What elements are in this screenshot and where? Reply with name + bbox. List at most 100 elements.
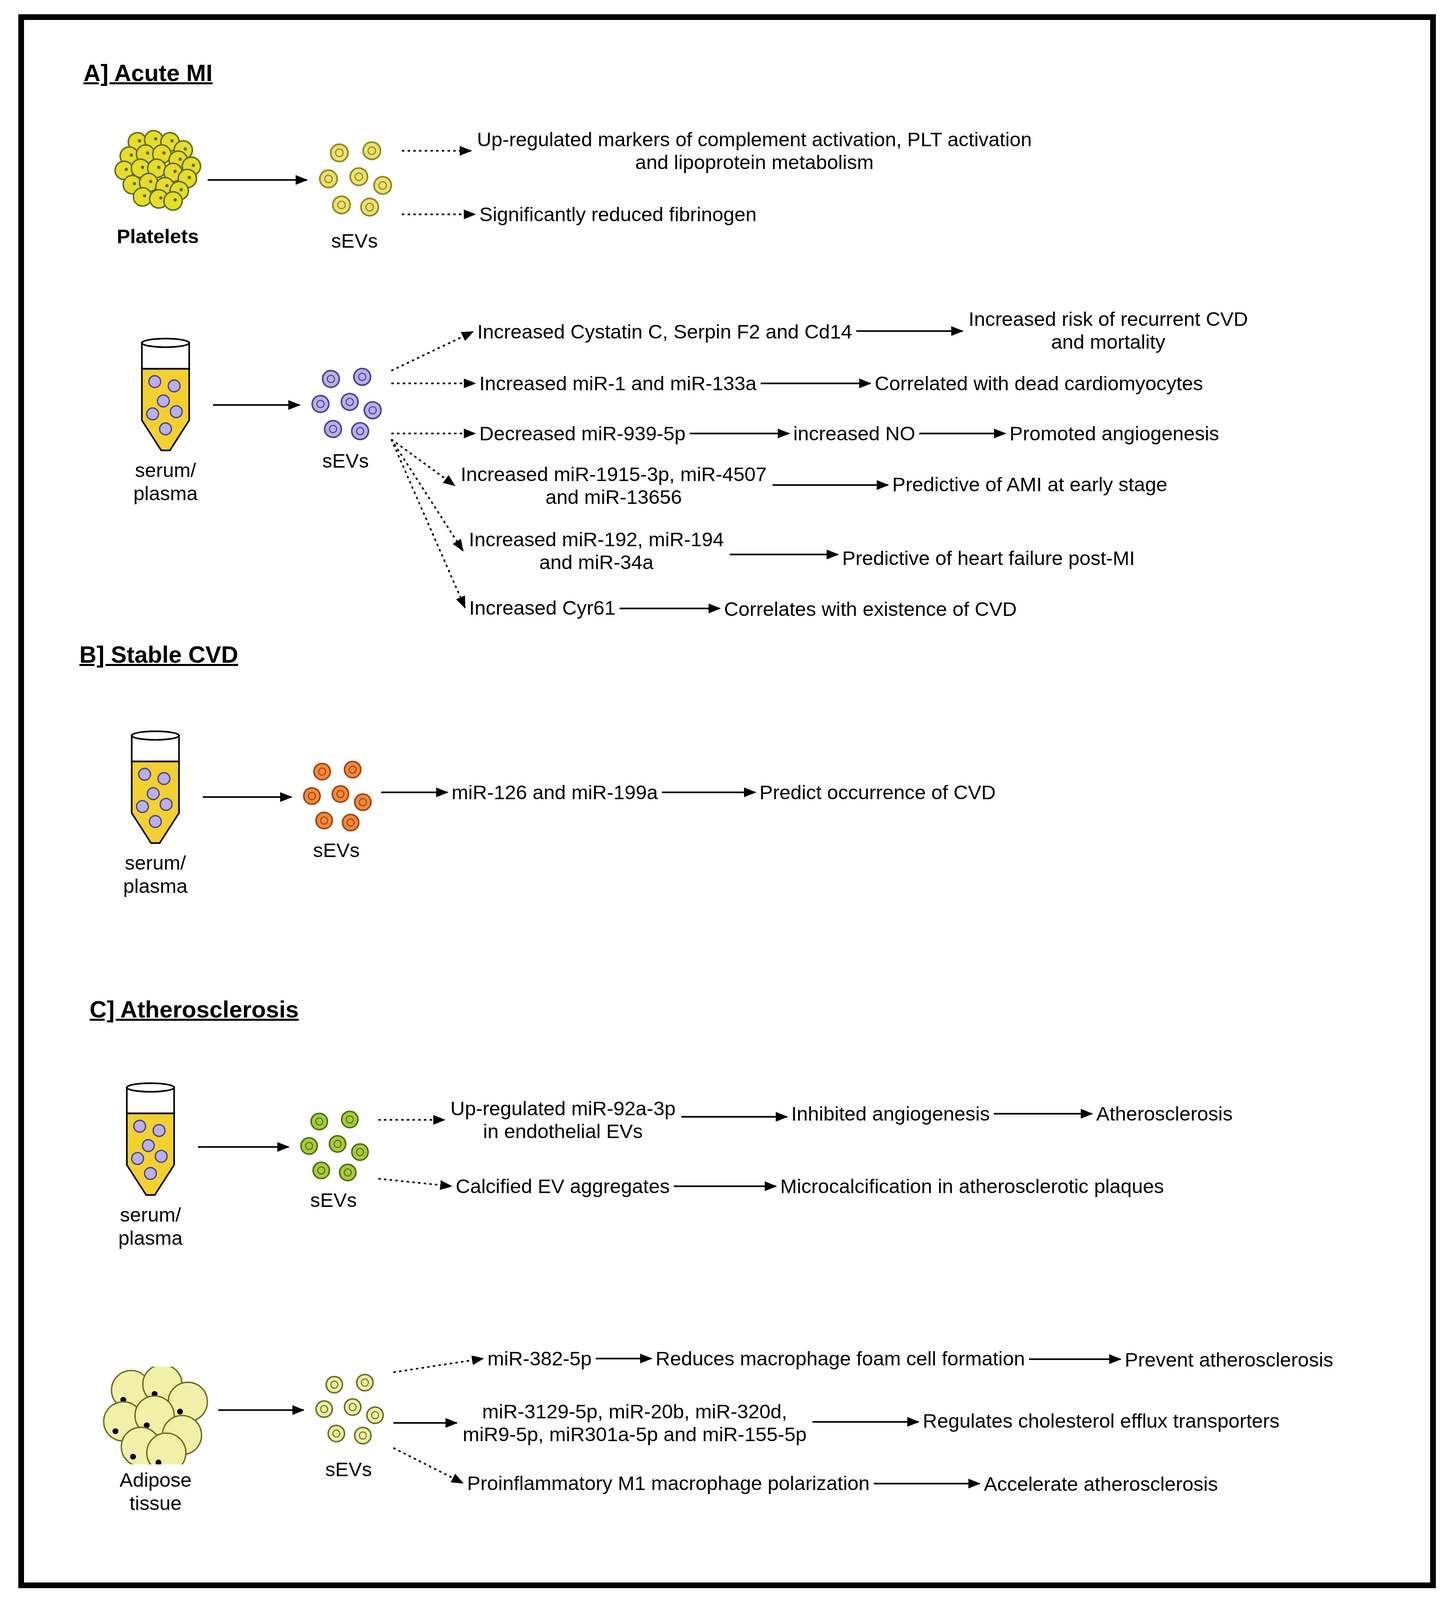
illustration-label: serum/ plasma [116,1202,185,1249]
illustration-node: serum/ plasma [122,336,209,505]
text-node: Up-regulated miR-92a-3p in endothelial E… [448,1096,678,1143]
illustration-node: serum/ plasma [107,1080,194,1249]
node-text: Correlates with existence of CVD [724,597,1017,621]
sev-illustration [303,364,388,446]
arrow-connector [393,1358,484,1372]
arrow-connector [662,791,756,793]
adi-illustration [96,1366,215,1464]
text-node: Increased risk of recurrent CVD and mort… [966,307,1250,354]
node-text: Prevent atherosclerosis [1124,1347,1334,1371]
text-node: Proinflammatory M1 macrophage polarizati… [467,1471,870,1495]
text-node: Atherosclerosis [1096,1101,1233,1125]
arrow-connector [856,330,963,332]
illustration-node: sEVs [295,759,378,862]
arrow-connector [772,484,889,486]
arrow-connector [391,439,464,551]
arrow-connector [760,382,871,385]
text-node: Reduces macrophage foam cell formation [655,1346,1025,1370]
text-node: Predictive of heart failure post-MI [842,546,1135,570]
node-text: Proinflammatory M1 macrophage polarizati… [467,1471,870,1495]
tube-illustration [107,1080,194,1199]
node-text: Increased miR-192, miR-194 and miR-34a [467,527,726,574]
illustration-label: sEVs [325,1457,372,1481]
arrow-connector [218,1408,304,1411]
illustration-node: sEVs [303,364,388,472]
text-node: Accelerate atherosclerosis [983,1472,1218,1495]
arrow-connector [202,796,292,798]
text-node: Promoted angiogenesis [1009,421,1220,445]
arrow-connector [401,149,472,152]
node-text: Increased Cystatin C, Serpin F2 and Cd14 [477,320,853,343]
text-node: miR-382-5p [487,1346,592,1370]
text-node: Up-regulated markers of complement activ… [475,127,1034,174]
arrow-connector [212,403,300,406]
arrow-connector [393,1421,457,1424]
arrow-connector [391,382,476,385]
node-text: Reduces macrophage foam cell formation [655,1346,1025,1370]
text-node: Increased Cystatin C, Serpin F2 and Cd14 [477,320,853,343]
node-text: Increased miR-1 and miR-133a [479,371,757,395]
arrow-connector [207,179,308,181]
node-text: miR-126 and miR-199a [451,780,659,804]
text-node: Correlates with existence of CVD [724,597,1017,621]
node-text: increased NO [793,421,916,445]
text-node: Predict occurrence of CVD [759,780,996,804]
text-node: Inhibited angiogenesis [791,1101,990,1125]
node-text: Inhibited angiogenesis [791,1101,990,1125]
node-text: Up-regulated markers of complement activ… [475,127,1034,174]
text-node: Increased miR-192, miR-194 and miR-34a [467,527,726,574]
text-node: Regulates cholesterol efflux transporter… [922,1408,1280,1432]
arrow-connector [378,1118,445,1121]
tube-illustration [111,728,199,848]
illustration-label: sEVs [331,229,378,253]
text-node: Predictive of AMI at early stage [892,472,1168,496]
sev-illustration [311,134,398,226]
node-text: Microcalcification in atherosclerotic pl… [780,1174,1164,1198]
node-text: Promoted angiogenesis [1009,421,1220,445]
arrow-connector [391,432,476,435]
illustration-node: sEVs [307,1366,390,1481]
text-node: Increased miR-1915-3p, miR-4507 and miR-… [458,462,769,509]
arrow-connector [391,331,474,371]
arrow-connector [401,213,476,216]
illustration-node: Adipose tissue [96,1366,215,1515]
node-text: Correlated with dead cardiomyocytes [874,371,1203,395]
text-node: miR-3129-5p, miR-20b, miR-320d, miR9-5p,… [460,1399,809,1446]
node-text: Predict occurrence of CVD [759,780,996,804]
illustration-node: sEVs [311,134,398,253]
node-text: Increased risk of recurrent CVD and mort… [966,307,1250,354]
arrow-connector [873,1482,980,1484]
sev-illustration [307,1366,390,1454]
illustration-label: sEVs [313,838,360,862]
node-text: Up-regulated miR-92a-3p in endothelial E… [448,1096,678,1143]
text-node: increased NO [793,421,916,445]
arrow-connector [391,439,466,608]
text-node: Increased Cyr61 [469,596,616,619]
illustration-label: Adipose tissue [117,1468,194,1515]
node-text: miR-382-5p [487,1346,592,1370]
text-node: Microcalcification in atherosclerotic pl… [780,1174,1164,1198]
node-text: Accelerate atherosclerosis [983,1472,1218,1495]
arrow-connector [919,432,1006,435]
arrow-connector [381,791,448,793]
illustration-label: Platelets [116,224,200,248]
illustration-node: sEVs [292,1109,375,1212]
arrow-connector [619,607,720,610]
section-heading: B] Stable CVD [79,640,239,668]
section-heading: A] Acute MI [83,59,213,87]
text-node: Increased miR-1 and miR-133a [479,371,757,395]
arrow-connector [197,1145,289,1148]
arrow-connector [1029,1358,1121,1360]
node-text: Predictive of AMI at early stage [892,472,1168,496]
node-text: Atherosclerosis [1096,1101,1233,1125]
node-text: Increased miR-1915-3p, miR-4507 and miR-… [458,462,769,509]
plt-illustration [111,120,204,221]
tube-illustration [122,336,209,455]
arrow-connector [812,1420,919,1423]
text-node: Significantly reduced fibrinogen [479,202,757,226]
illustration-label: serum/ plasma [131,458,200,505]
arrow-connector [378,1178,452,1187]
node-text: Decreased miR-939-5p [479,421,686,445]
illustration-label: serum/ plasma [121,851,190,898]
text-node: Prevent atherosclerosis [1124,1347,1334,1371]
